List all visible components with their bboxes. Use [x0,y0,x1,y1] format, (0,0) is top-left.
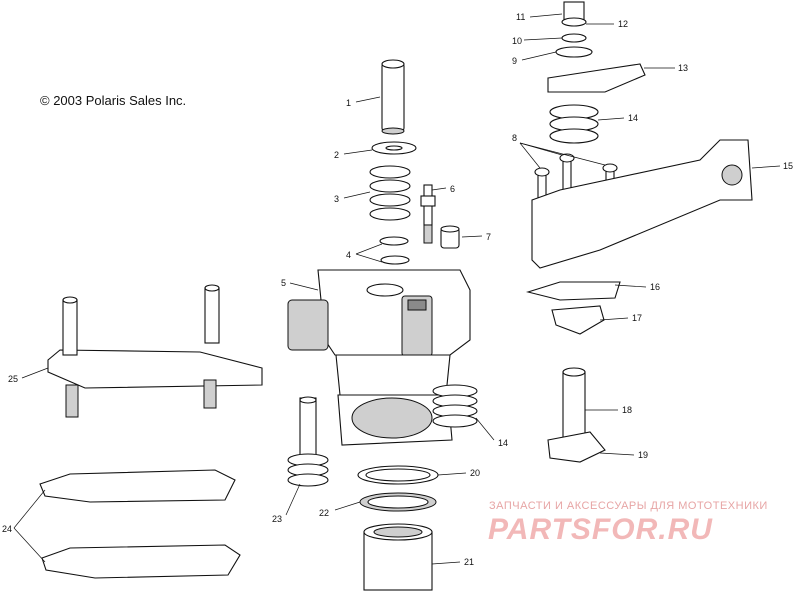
part-bleed-valve [420,184,436,244]
callout-11: 11 [516,12,525,22]
callout-18: 18 [622,405,632,415]
callout-4: 4 [346,250,351,260]
callout-12: 12 [618,19,628,29]
callout-3: 3 [334,194,339,204]
callout-7: 7 [486,232,491,242]
callout-5: 5 [281,278,286,288]
part-shaft [562,367,586,443]
leader-lines [13,13,781,565]
callout-6: 6 [450,184,455,194]
callout-24: 24 [2,524,12,534]
part-gasket [525,281,621,301]
callout-14-lower: 14 [498,438,508,448]
part-upper-boot [549,104,599,144]
callout-20: 20 [470,468,480,478]
part-brake-pads [39,469,241,579]
part-cam [551,305,605,335]
part-actuator-arm [531,139,753,269]
callout-15: 15 [783,161,793,171]
part-spring [369,165,411,221]
copyright-notice: © 2003 Polaris Sales Inc. [40,93,187,108]
part-lever-base [547,431,606,463]
watermark-logo: PARTSFOR.RU [488,513,713,546]
part-caliper-body [287,269,471,446]
callout-16: 16 [650,282,660,292]
callout-labels: 1 2 3 4 5 6 7 8 9 10 11 12 13 14 14 15 1… [2,12,793,567]
callout-8: 8 [512,133,517,143]
part-pin [381,59,405,135]
callout-22: 22 [319,508,329,518]
callout-17: 17 [632,313,642,323]
callout-21: 21 [464,557,474,567]
callout-10: 10 [512,36,522,46]
part-piston [363,523,433,591]
callout-9: 9 [512,56,517,66]
callout-14-upper: 14 [628,113,638,123]
part-adjuster-stack [547,1,646,93]
callout-23: 23 [272,514,282,524]
part-washer [371,141,417,155]
callout-1: 1 [346,98,351,108]
part-mounting-bracket [47,284,263,418]
part-o-rings [379,236,410,265]
watermark-tagline: ЗАПЧАСТИ И АКСЕССУАРЫ ДЛЯ МОТОТЕХНИКИ [489,500,768,512]
callout-13: 13 [678,63,688,73]
callout-2: 2 [334,150,339,160]
part-seals [357,465,439,512]
part-guide-pin [287,396,329,487]
part-lower-boot [432,384,478,428]
callout-25: 25 [8,374,18,384]
callout-19: 19 [638,450,648,460]
part-bushing [440,225,460,249]
